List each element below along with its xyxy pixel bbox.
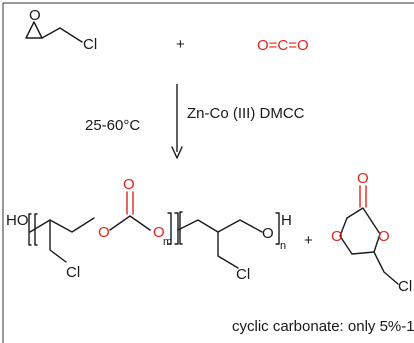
polymer-h-end: H (281, 212, 292, 229)
polymer-cl-1: Cl (66, 264, 80, 281)
plus-reactants: + (176, 36, 185, 53)
cyclic-carbonyl-o: O (357, 170, 369, 187)
yield-note: cyclic carbonate: only 5%-11.3% (232, 318, 414, 335)
polymer-carbonate-o2: O (153, 224, 165, 241)
cyclic-ring-o1: O (331, 228, 343, 245)
polymer-ho-end: HO (6, 212, 29, 229)
epichlorohydrin-structure: O Cl (25, 7, 97, 53)
temperature-label: 25-60°C (85, 117, 140, 134)
polycarbonate-structure: HO Cl O O O m Cl O H n (6, 176, 292, 283)
polymer-ether-o: O (262, 225, 274, 242)
catalyst-label: Zn-Co (III) DMCC (187, 105, 305, 122)
epoxide-oxygen: O (29, 7, 41, 24)
polymer-carbonyl-o: O (123, 176, 135, 193)
polymer-cl-2: Cl (236, 266, 250, 283)
plus-products: + (304, 232, 313, 249)
cyclic-cl: Cl (398, 278, 412, 295)
reaction-arrow (171, 84, 183, 159)
polymer-carbonate-o1: O (98, 224, 110, 241)
cyclic-ring-o2: O (378, 228, 390, 245)
co2-label: O=C=O (257, 37, 309, 54)
cyclic-carbonate-structure: O O O Cl (331, 170, 412, 295)
polymer-repeat-m: m (163, 236, 172, 248)
polymer-repeat-n: n (280, 240, 286, 252)
epoxide-cl-label: Cl (83, 36, 97, 53)
